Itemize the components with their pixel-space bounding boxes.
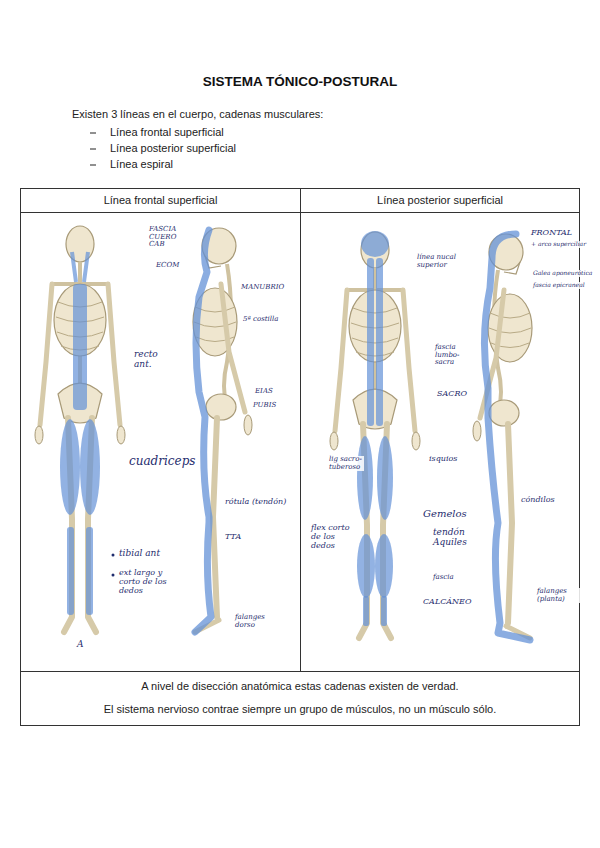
annotation: rótula (tendón) bbox=[224, 498, 288, 507]
bullet-dash bbox=[90, 149, 96, 150]
list-item: Línea espiral bbox=[110, 158, 173, 171]
annotation: tibial ant bbox=[118, 549, 161, 559]
header-text: Línea frontal superficial bbox=[98, 194, 224, 208]
list-item: Línea posterior superficial bbox=[110, 142, 236, 155]
annotation: MANUBRIO bbox=[240, 284, 285, 292]
annotation: Galea aponeurótica bbox=[532, 270, 593, 277]
annotation: fascia lumbo-sacra bbox=[434, 344, 474, 367]
annotation: SACRO bbox=[436, 390, 468, 399]
annotation: CALCÁNEO bbox=[422, 598, 473, 607]
bullet-dash bbox=[90, 165, 96, 166]
bullet-dot bbox=[112, 554, 115, 557]
annotation: A bbox=[76, 640, 85, 650]
skeleton-back bbox=[330, 231, 420, 638]
note-text: El sistema nervioso contrae siempre un g… bbox=[98, 703, 503, 717]
list-item: Línea frontal superficial bbox=[110, 126, 224, 139]
annotation: cóndilos bbox=[520, 496, 556, 505]
annotation: FRONTAL bbox=[530, 229, 573, 238]
annotation: FASCIA CUERO CAB bbox=[148, 226, 192, 249]
annotation: falanges (planta) bbox=[536, 588, 582, 603]
bullet-dash bbox=[90, 133, 96, 134]
intro-text: Existen 3 líneas en el cuerpo, cadenas m… bbox=[72, 108, 323, 121]
annotation: flex corto de los dedos bbox=[310, 524, 358, 550]
annotation: falanges dorso bbox=[234, 614, 278, 629]
bullet-dot bbox=[112, 574, 115, 577]
annotation: isquios bbox=[428, 455, 458, 464]
header-text: Línea posterior superficial bbox=[371, 194, 509, 208]
annotation: PUBIS bbox=[252, 402, 277, 410]
annotation: EIAS bbox=[254, 388, 274, 396]
skeleton-side bbox=[473, 234, 532, 640]
annotation: + arco superciliar bbox=[530, 241, 587, 248]
annotation: ext largo y corto de los dedos bbox=[118, 569, 174, 595]
table-border bbox=[21, 189, 580, 726]
skeleton-front bbox=[35, 226, 125, 632]
annotation: fascia epicraneal bbox=[532, 282, 586, 289]
annotation: lig sacro-tuberoso bbox=[328, 456, 364, 471]
annotation: fascia bbox=[432, 574, 455, 582]
annotation: cuadriceps bbox=[128, 455, 197, 468]
annotation: recto ant. bbox=[133, 350, 165, 370]
annotation: línea nucal superior bbox=[416, 254, 462, 269]
header-cell: Línea posterior superficial bbox=[300, 188, 580, 213]
table-divider bbox=[300, 188, 301, 672]
page-title: SISTEMA TÓNICO-POSTURAL bbox=[0, 74, 600, 90]
header-cell: Línea frontal superficial bbox=[20, 188, 301, 213]
annotation: tendón Aquiles bbox=[432, 528, 476, 548]
annotation: 5ª costilla bbox=[242, 316, 279, 324]
annotation: TTA bbox=[224, 533, 242, 542]
note-text: A nivel de disección anatómica estas cad… bbox=[135, 680, 464, 694]
annotation: Gemelos bbox=[422, 508, 468, 519]
annotation: ECOM bbox=[155, 262, 180, 270]
table-cell: A nivel de disección anatómica estas cad… bbox=[20, 671, 580, 726]
